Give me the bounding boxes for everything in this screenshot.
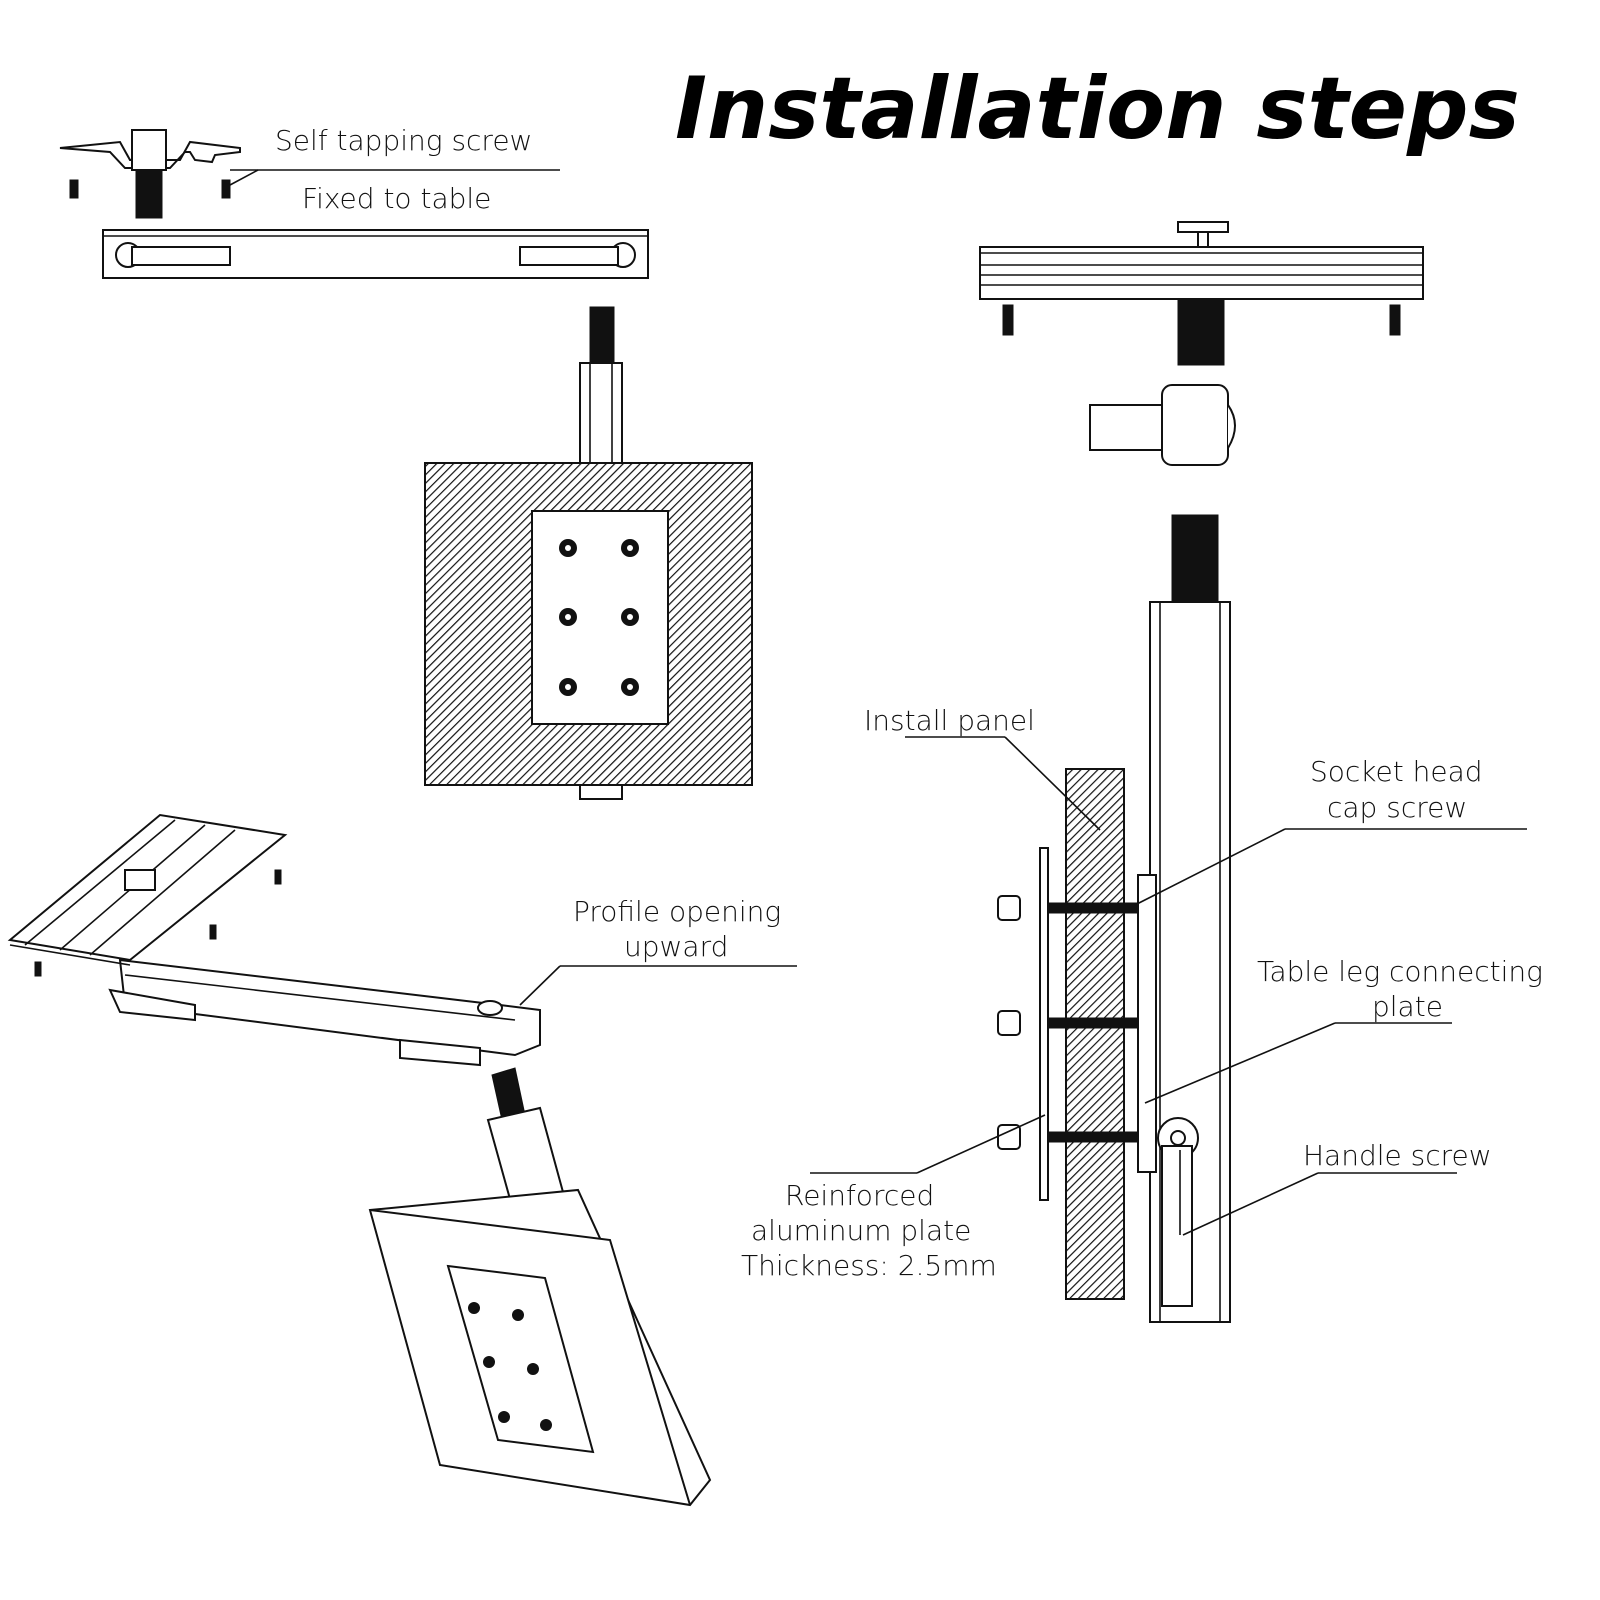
top-rail-assembly bbox=[59, 129, 649, 279]
label-table-leg-plate: Table leg connecting bbox=[1257, 955, 1543, 988]
screw-icon bbox=[274, 869, 282, 885]
label-table-leg-plate-2: plate bbox=[1372, 990, 1443, 1023]
label-plate-thickness: Thickness: 2.5mm bbox=[741, 1249, 997, 1282]
page-title: Installation steps bbox=[675, 59, 1520, 159]
screw-icon bbox=[1002, 304, 1014, 336]
label-socket-head-2: cap screw bbox=[1327, 791, 1467, 824]
screw-icon bbox=[69, 179, 79, 199]
screw-icon bbox=[221, 179, 231, 199]
label-profile-opening-2: upward bbox=[624, 930, 728, 963]
right-assembly bbox=[810, 221, 1527, 1323]
post-on-panel bbox=[424, 306, 753, 800]
label-handle-screw: Handle screw bbox=[1303, 1139, 1492, 1172]
label-reinforced-plate: Reinforced bbox=[785, 1179, 934, 1212]
label-self-tapping-screw: Self tapping screw bbox=[275, 124, 532, 157]
arm-assembly bbox=[7, 813, 797, 1507]
label-profile-opening: Profile opening bbox=[573, 895, 781, 928]
label-socket-head: Socket head bbox=[1310, 755, 1483, 788]
screw-icon bbox=[209, 924, 217, 940]
label-install-panel: Install panel bbox=[864, 704, 1035, 737]
screw-icon bbox=[34, 961, 42, 977]
screw-icon bbox=[1389, 304, 1401, 336]
label-reinforced-plate-2: aluminum plate bbox=[751, 1214, 971, 1247]
label-fixed-to-table: Fixed to table bbox=[302, 182, 491, 215]
